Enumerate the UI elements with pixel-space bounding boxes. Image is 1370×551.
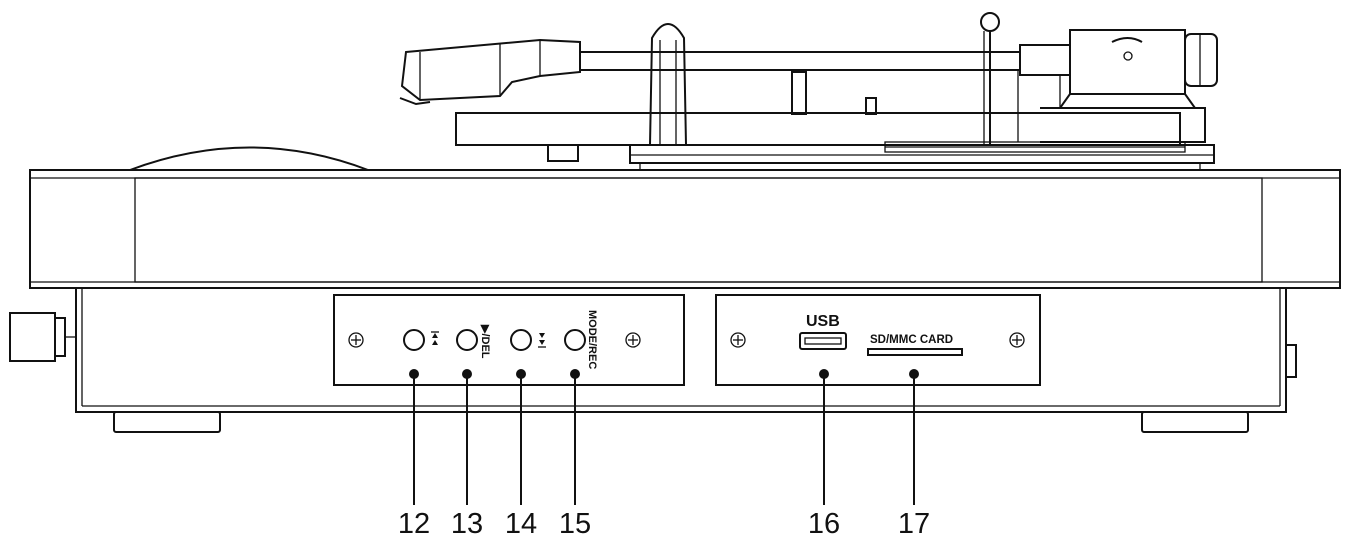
foot-right	[1141, 411, 1249, 433]
callout-14: 14	[505, 508, 537, 540]
button-play-del[interactable]: ▶/DEL	[456, 324, 491, 359]
play-del-label: ▶/DEL	[479, 324, 491, 359]
tonearm-assembly	[129, 12, 1218, 171]
cartridge-headshell	[399, 38, 581, 106]
callout-12: 12	[398, 508, 430, 540]
skip-back-icon	[431, 331, 439, 345]
callout-15: 15	[559, 508, 591, 540]
plinth	[29, 169, 1341, 289]
platter-dome	[129, 146, 369, 171]
arm-rest	[649, 23, 687, 146]
card-label: SD/MMC CARD	[870, 334, 953, 346]
screw-icon	[348, 332, 364, 348]
callout-17: 17	[898, 508, 930, 540]
button-skip-forward[interactable]	[510, 329, 546, 351]
screw-icon	[1009, 332, 1025, 348]
callout-leaders-buttons	[409, 369, 580, 505]
button-mode-rec[interactable]: MODE/REC	[564, 310, 598, 369]
foot-left	[113, 411, 221, 433]
mode-rec-label: MODE/REC	[586, 310, 598, 369]
button-skip-back[interactable]	[403, 329, 439, 351]
pitch-strip	[884, 141, 1186, 153]
card-slot[interactable]	[867, 348, 963, 356]
usb-port[interactable]	[799, 332, 847, 350]
cue-lever-ball	[980, 12, 1000, 32]
pivot-counterweight	[1017, 29, 1218, 143]
skip-forward-icon	[538, 333, 546, 348]
callout-16: 16	[808, 508, 840, 540]
usb-label: USB	[806, 313, 840, 330]
callout-numbers: 12 13 14 15 16 17	[398, 508, 930, 540]
platter-plate	[455, 112, 1181, 146]
button-panel: ▶/DEL MODE/REC	[333, 294, 685, 505]
callout-leaders-media	[819, 369, 919, 505]
side-knob	[9, 312, 76, 362]
screw-icon	[730, 332, 746, 348]
platter-lower-plate	[629, 144, 1215, 164]
media-panel: USB SD/MMC CARD	[715, 294, 1041, 505]
callout-13: 13	[451, 508, 483, 540]
screw-icon	[625, 332, 641, 348]
side-switch	[1285, 344, 1297, 378]
base-body	[9, 288, 1297, 433]
